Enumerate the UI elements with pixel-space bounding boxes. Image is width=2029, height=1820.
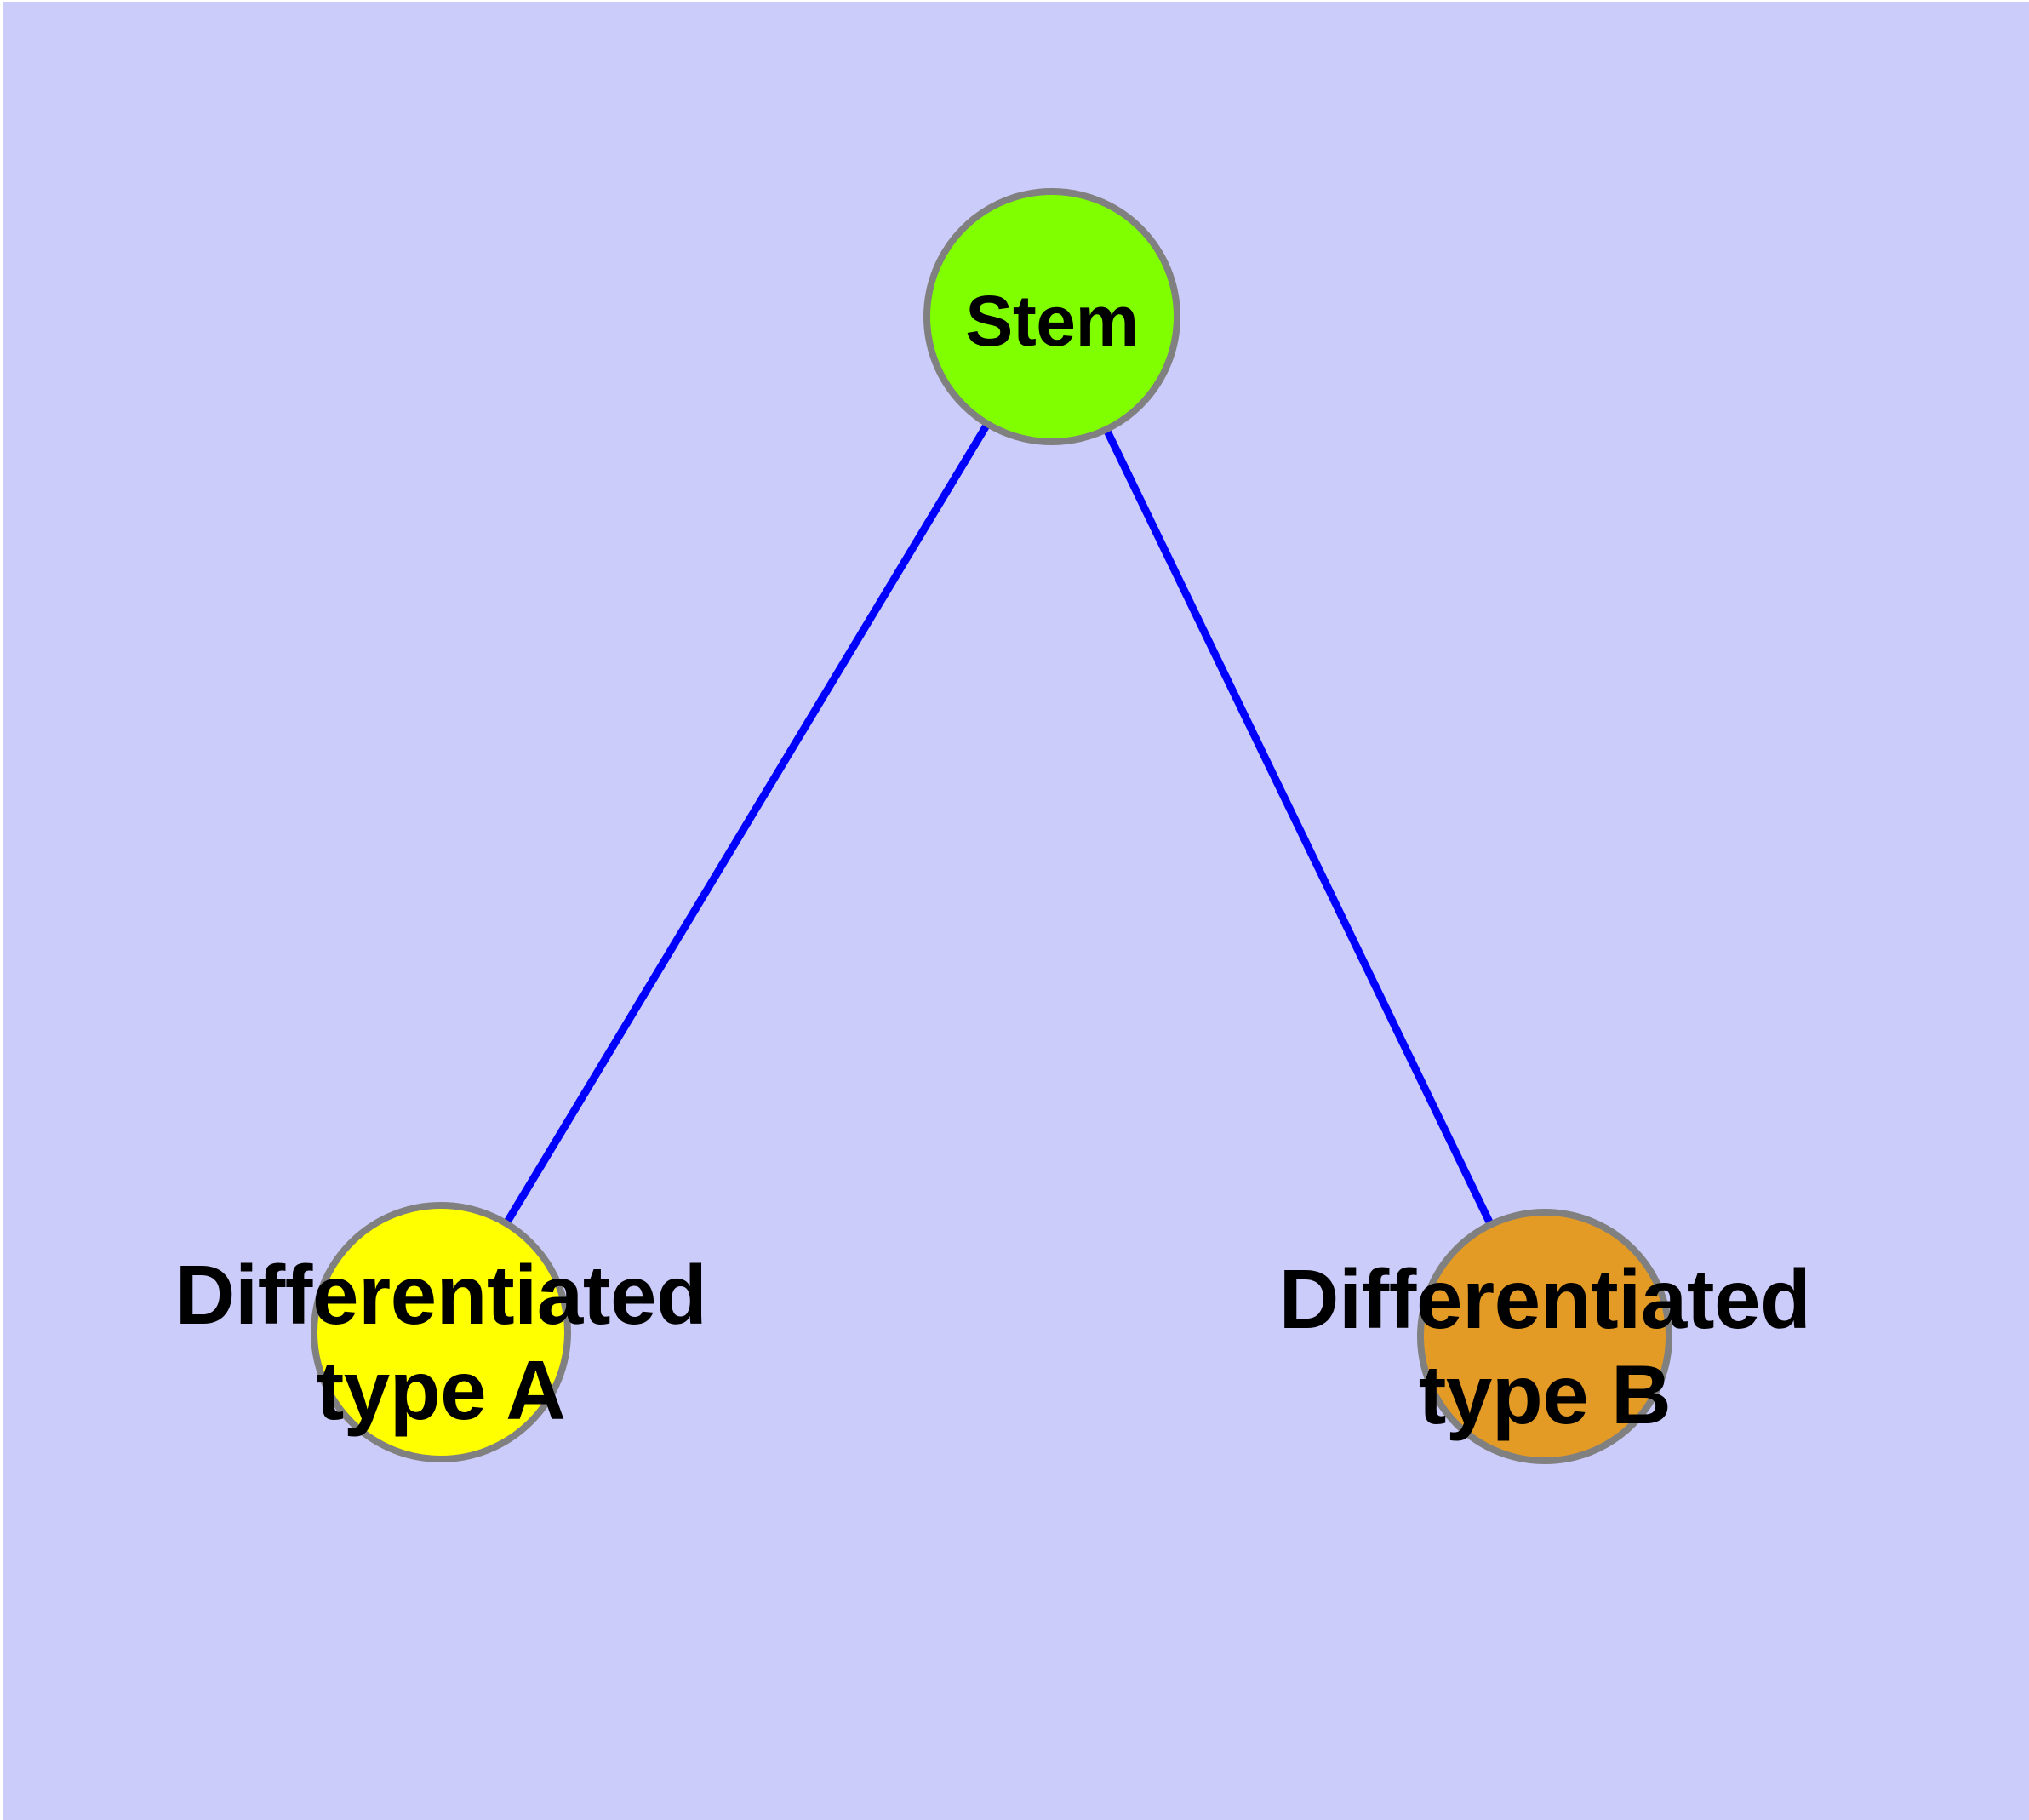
node-stem[interactable] — [923, 188, 1180, 445]
edge-stem-to-differentiated-type-a — [502, 421, 992, 1226]
edge-stem-to-differentiated-type-b — [1102, 427, 1495, 1227]
node-differentiated-type-a[interactable] — [311, 1202, 571, 1462]
node-differentiated-type-b[interactable] — [1417, 1209, 1672, 1464]
edge-layer — [502, 421, 1495, 1227]
node-layer — [311, 188, 1672, 1464]
